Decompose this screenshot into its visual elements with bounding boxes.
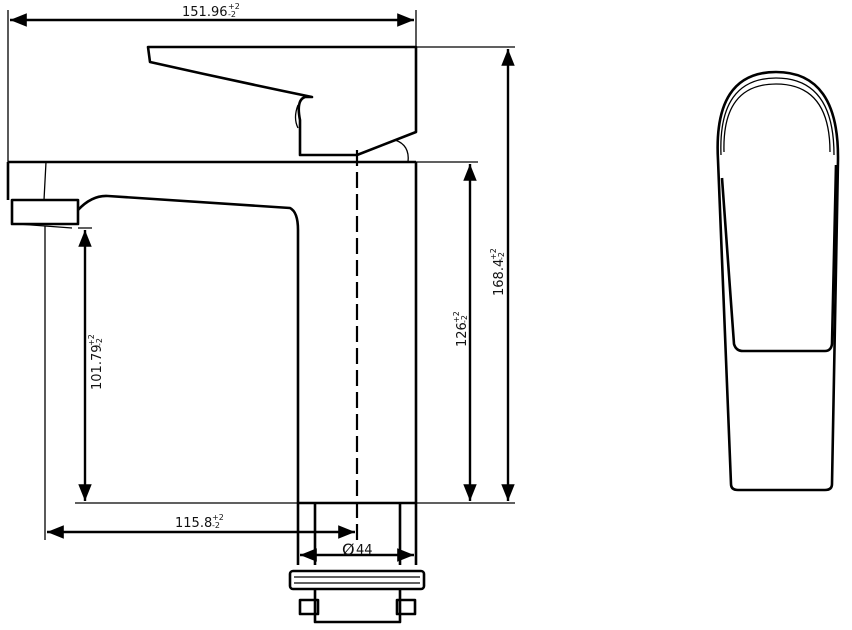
dimension-body-diameter: Ø 44 bbox=[300, 540, 414, 562]
spout bbox=[6, 160, 416, 503]
front-view bbox=[6, 45, 426, 624]
dimension-value: 168.4 bbox=[492, 259, 507, 296]
dimension-body-height: 126 +2 -2 bbox=[452, 164, 477, 501]
extension-lines bbox=[7, 10, 515, 565]
tolerance-plus: +2 bbox=[87, 334, 96, 346]
tolerance-minus: -2 bbox=[212, 521, 220, 530]
tolerance-plus: +2 bbox=[489, 248, 498, 260]
tolerance-plus: +2 bbox=[452, 311, 461, 323]
dimension-value: 44 bbox=[356, 543, 373, 558]
mounting-nut bbox=[288, 569, 426, 591]
dimension-overall-height: 168.4 +2 -2 bbox=[489, 49, 515, 501]
tolerance-minus: -2 bbox=[228, 10, 236, 19]
dimension-value: 101.79 bbox=[90, 345, 105, 391]
tolerance-plus: +2 bbox=[228, 2, 240, 11]
dimension-value: 115.8 bbox=[175, 516, 212, 531]
tolerance-minus: -2 bbox=[95, 338, 104, 346]
aerator bbox=[10, 198, 80, 226]
side-view bbox=[716, 70, 840, 492]
diameter-symbol: Ø bbox=[342, 540, 355, 559]
tolerance-minus: -2 bbox=[497, 252, 506, 260]
fixing-base bbox=[298, 590, 417, 624]
dimension-value: 126 bbox=[455, 322, 470, 347]
dimension-overall-reach: 151.96 +2 -2 bbox=[10, 2, 414, 27]
dimension-spout-height: 101.79 +2 -2 bbox=[78, 230, 105, 501]
tolerance-plus: +2 bbox=[212, 513, 224, 522]
dimension-spout-reach: 115.8 +2 -2 bbox=[47, 513, 355, 539]
dimension-value: 151.96 bbox=[182, 5, 228, 20]
lever-handle bbox=[146, 45, 418, 157]
tolerance-minus: -2 bbox=[460, 315, 469, 323]
